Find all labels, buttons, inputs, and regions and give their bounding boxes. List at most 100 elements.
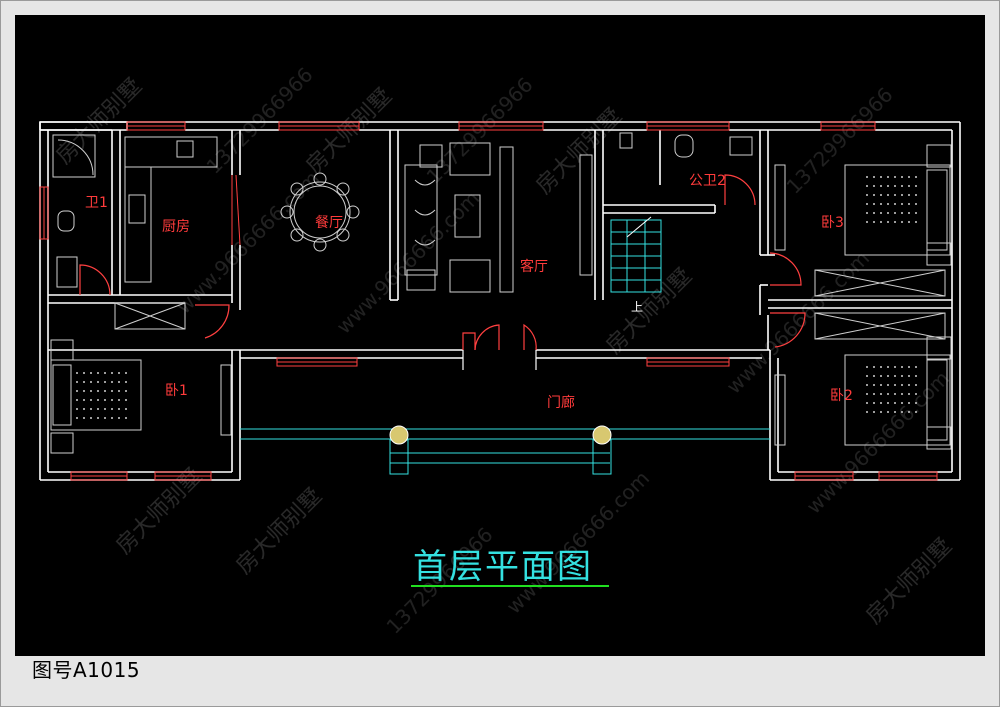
bed-dot [76,381,78,383]
bed-dot [880,221,882,223]
doors [79,174,806,370]
bed-dot [873,203,875,205]
bed-dot [901,393,903,395]
bed-dot [76,408,78,410]
room-label-bedroom2: 卧2 [830,388,853,404]
bed-dot [915,393,917,395]
bed-dot [908,176,910,178]
bed-dot [901,212,903,214]
bed-dot [90,372,92,374]
bed-dot [880,402,882,404]
room-label-living: 客厅 [520,258,548,275]
watermark-phone: 13729966966 [202,63,318,179]
bed-pattern [76,176,917,419]
bed-dot [83,399,85,401]
bed-dot [908,221,910,223]
bed-dot [125,372,127,374]
wardrobe-1 [114,302,186,330]
bed-dot [887,176,889,178]
bed-3 [844,164,951,256]
watermark-url: www.9666666.com [502,466,655,619]
bed-dot [901,194,903,196]
bed-dot [104,381,106,383]
bed-dot [866,393,868,395]
watermark-brand: 房大师别墅 [112,464,207,559]
bed-dot [880,176,882,178]
room-label-bedroom1: 卧1 [165,383,188,399]
bed-dot [894,411,896,413]
bed-dot [873,221,875,223]
watermark-url: www.9666666.com [722,246,875,399]
bed-dot [866,221,868,223]
bed-dot [873,366,875,368]
bed-dot [873,402,875,404]
kitchen-counter [124,136,218,168]
bed-dot [97,408,99,410]
bed-dot [908,366,910,368]
bed-dot [901,221,903,223]
bed-dot [111,399,113,401]
bed-dot [915,176,917,178]
bed-dot [887,185,889,187]
bed-dot [76,399,78,401]
room-label-wc1: 卫1 [85,195,108,211]
bed-dot [90,417,92,419]
bed-dot [83,408,85,410]
bed-dot [873,185,875,187]
bed-dot [915,203,917,205]
bed-dot [76,417,78,419]
bed-dot [894,221,896,223]
bed-dot [90,390,92,392]
bed-dot [118,372,120,374]
bed-dot [97,372,99,374]
bed-dot [887,411,889,413]
bed-dot [887,384,889,386]
bed-dot [111,417,113,419]
furniture [50,132,952,454]
bed-dot [887,221,889,223]
stair-up-label: 上 [631,300,643,314]
bed-dot [118,408,120,410]
washbasin [56,256,78,288]
bed-dot [90,399,92,401]
bed-dot [83,372,85,374]
bed-dot [894,393,896,395]
bed-dot [873,411,875,413]
bed-dot [894,194,896,196]
dining-table [280,172,360,252]
bed-dot [866,375,868,377]
bed-dot [97,381,99,383]
watermark-brand: 房大师别墅 [232,484,327,579]
bed-dot [901,375,903,377]
bed-dot [901,176,903,178]
bed-dot [111,408,113,410]
watermark-phone: 13729966966 [782,83,898,199]
bed-dot [125,408,127,410]
bed-dot [90,408,92,410]
bed-dot [908,411,910,413]
bed-dot [901,203,903,205]
bed-dot [880,185,882,187]
staircase [610,216,662,293]
bed-dot [104,372,106,374]
bed-dot [125,381,127,383]
bed-dot [866,203,868,205]
bed-dot [915,384,917,386]
drawing-number: 图号A1015 [32,658,141,682]
bed-dot [915,185,917,187]
bed-dot [76,372,78,374]
bed-dot [111,381,113,383]
bed-dot [866,366,868,368]
bed-dot [894,203,896,205]
shower-fixture [52,134,96,178]
bed-dot [111,390,113,392]
bed-dot [104,399,106,401]
bed-dot [915,366,917,368]
watermark-brand: 房大师别墅 [602,264,697,359]
column [592,425,612,445]
bed-dot [894,185,896,187]
bed-dot [83,390,85,392]
bed-dot [866,185,868,187]
bed-dot [908,194,910,196]
